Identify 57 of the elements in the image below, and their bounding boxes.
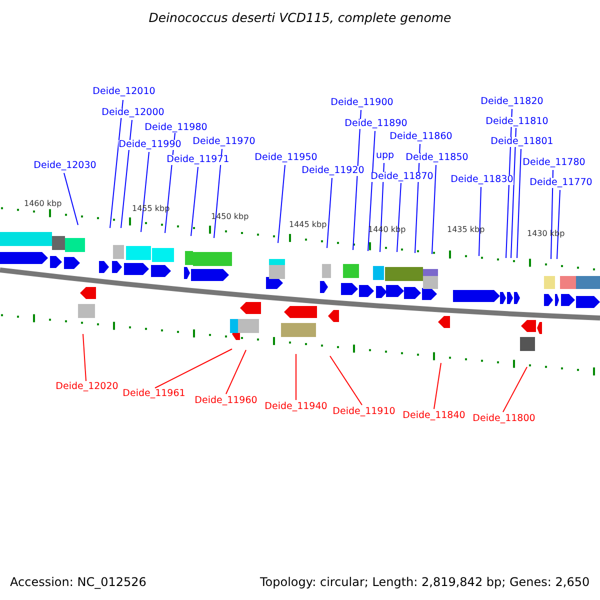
gene-label: Deide_11860 [390,132,452,142]
footer-note: Accession: NC_012526 [10,576,146,588]
gene-label: Deide_11850 [406,153,468,162]
leader-line [326,178,332,248]
leader-line [510,128,516,258]
leader-line [478,186,482,256]
gene-label: Deide_11920 [302,166,364,176]
footer-note: Topology: circular; Length: 2,819,842 bp; Genes: 2,650 [260,576,590,588]
gene-label: upp [376,151,394,160]
gene-label: Deide_11971 [166,155,230,164]
gene-label: Deide_11900 [330,98,394,108]
gene-label: Deide_11961 [122,389,186,398]
leader-line [226,350,246,394]
leader-line [556,190,560,260]
leader-line [82,334,86,382]
gene-label: Deide_11820 [480,97,544,106]
gene-label: Deide_11970 [192,137,256,146]
leader-line [64,172,78,226]
leader-line [380,162,384,252]
scale-label: 1445 kbp [289,221,327,229]
gene-label: Deide_11940 [264,402,328,412]
leader-line [396,182,402,252]
leader-line [368,130,376,252]
leader-line [352,110,362,250]
gene-label: Deide_11770 [530,178,592,188]
gene-label: Deide_12030 [34,161,96,170]
gene-label: Deide_11990 [118,140,182,150]
leader-line [516,148,522,258]
gene-label: Deide_11980 [144,123,208,132]
leader-line [434,362,442,410]
gene-label: Deide_11840 [402,411,466,420]
leader-line [330,356,362,406]
gene-label: Deide_11780 [522,158,586,168]
scale-label: 1460 kbp [24,200,62,208]
gene-label: Deide_11830 [450,175,514,184]
leader-line [190,166,198,236]
gene-label: Deide_12010 [92,87,156,96]
leader-line [110,100,124,228]
gene-label: Deide_11890 [344,119,408,128]
gene-label: Deide_11800 [472,414,536,424]
leader-line [214,148,222,238]
leader-line [140,152,150,232]
gene-label: Deide_11810 [486,117,548,126]
leader-line [550,170,554,260]
leader-line [120,120,132,228]
leader-line [154,348,232,388]
gene-label: Deide_11801 [490,137,554,146]
gene-label: Deide_12000 [102,108,164,118]
gene-label: Deide_11960 [194,396,258,406]
gene-label: Deide_11870 [370,172,434,182]
title: Deinococcus deserti VCD115, complete genome [148,12,452,24]
leader-line [432,164,436,254]
gene-label: Deide_12020 [56,382,118,392]
leader-line [278,164,286,244]
leader-line [502,366,528,412]
gene-label: Deide_11950 [254,153,318,162]
gene-label: Deide_11910 [332,407,396,416]
